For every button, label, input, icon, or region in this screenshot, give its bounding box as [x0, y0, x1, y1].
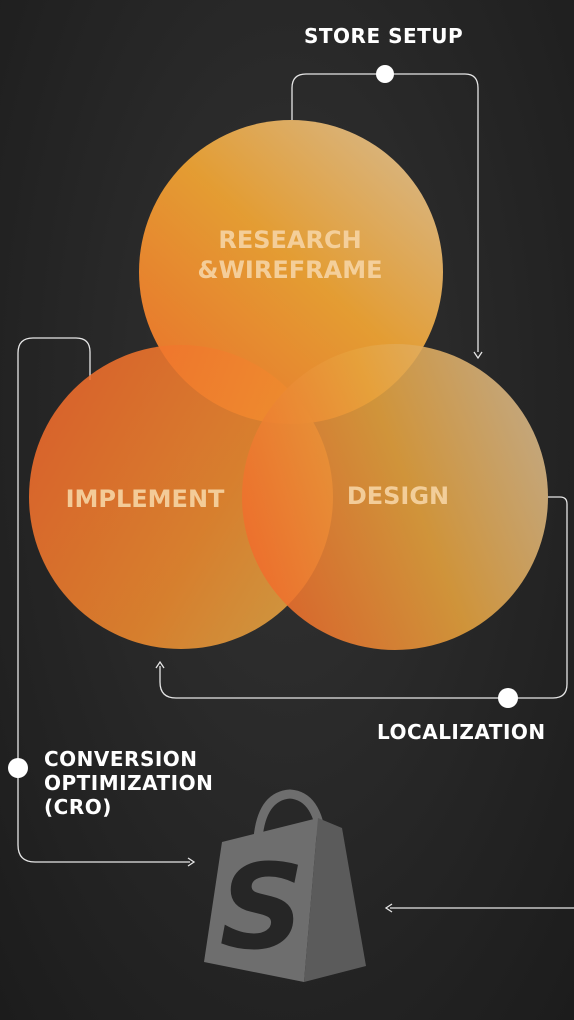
label-conversion-optimization: CONVERSION OPTIMIZATION (CRO)	[44, 747, 244, 819]
node-cro	[8, 758, 28, 778]
label-store-setup: STORE SETUP	[304, 24, 464, 48]
circle-implement	[29, 345, 333, 649]
label-cro-line-1: CONVERSION	[44, 747, 198, 771]
arrow-head-cro	[187, 857, 196, 867]
circle-label-implement: IMPLEMENT	[65, 485, 225, 513]
connector-cro	[17, 337, 190, 863]
node-localization	[498, 688, 518, 708]
svg-text:S: S	[220, 838, 305, 976]
label-localization: LOCALIZATION	[377, 720, 546, 744]
arrow-head-store-setup	[473, 351, 483, 360]
circle-label-design: DESIGN	[346, 482, 450, 510]
shopify-bag-icon: S	[204, 789, 366, 982]
circle-label-research-line-1: RESEARCH	[218, 226, 362, 254]
arrow-head-localization	[155, 660, 165, 669]
node-store-setup	[376, 65, 394, 83]
circle-label-research-wireframe: RESEARCH &WIREFRAME	[180, 225, 400, 285]
circle-design	[242, 344, 548, 650]
connector-localization	[159, 496, 568, 699]
circle-label-research-line-2: &WIREFRAME	[197, 256, 383, 284]
arrow-head-right-in	[384, 903, 393, 913]
label-cro-line-2: OPTIMIZATION	[44, 771, 214, 795]
label-cro-line-3: (CRO)	[44, 795, 112, 819]
